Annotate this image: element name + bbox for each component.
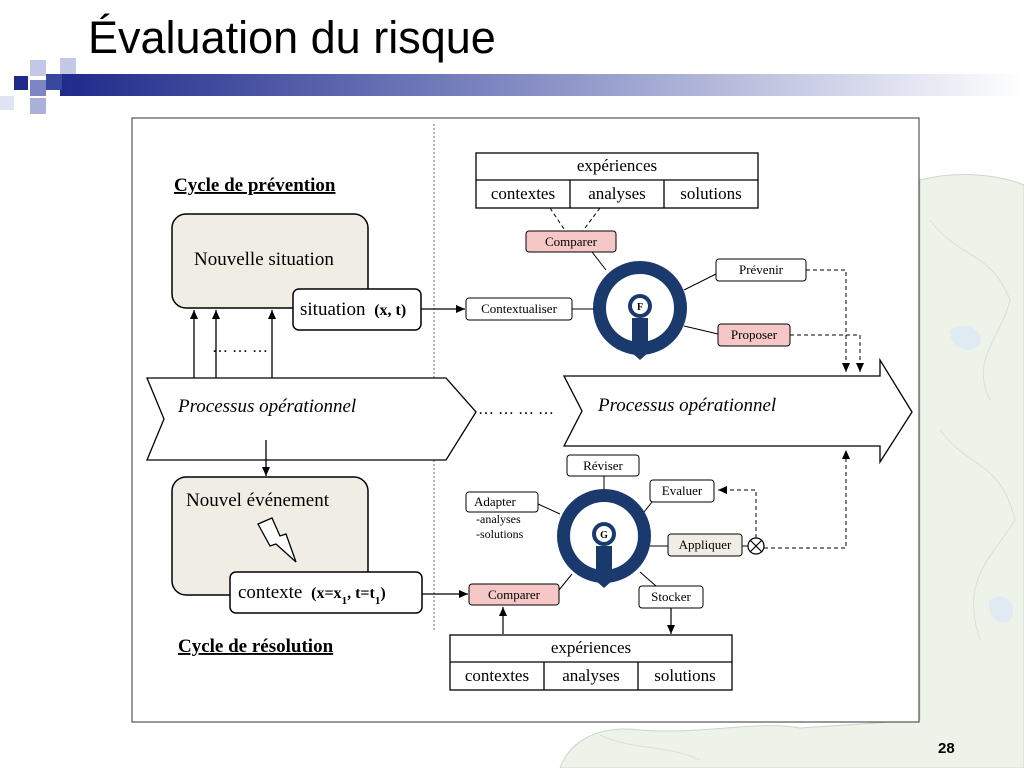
deco-square-2 (30, 60, 46, 76)
prevent-dashed-arrow (806, 269, 850, 372)
context-text: contexte (x=x1, t=t1) (238, 582, 386, 607)
context-params: (x=x1, t=t1) (311, 585, 386, 607)
context-sub-t: 1 (375, 595, 381, 607)
deco-square-5 (30, 98, 46, 114)
new-situation-box (171, 213, 369, 309)
adapt-label: Adapter (474, 494, 517, 509)
adapt-connector (537, 503, 561, 515)
map-contour-1 (929, 219, 1011, 401)
prevent-connector (683, 273, 717, 291)
deco-square-3 (30, 80, 46, 96)
propose-label: Proposer (731, 327, 778, 342)
bottom-compare-box (468, 583, 560, 606)
top-dash-link-1 (549, 207, 567, 233)
store-connector (639, 571, 657, 587)
ellipsis-middle: … … … … (478, 401, 554, 418)
situation-label: situation (300, 299, 366, 320)
top-cycle-arrow (622, 318, 658, 360)
junction-to-process-dashed (764, 450, 850, 549)
ellipsis-left: … … … (212, 339, 268, 356)
revise-label: Réviser (583, 458, 623, 473)
deco-square-6 (60, 58, 76, 74)
top-dash-link-2 (581, 207, 601, 233)
top-compare-label: Comparer (545, 234, 598, 249)
bottom-cycle-letter: G (600, 530, 608, 541)
page-number: 28 (938, 740, 955, 757)
prevent-label: Prévenir (739, 262, 784, 277)
apply-box (667, 533, 743, 557)
title-decoration-bar (0, 58, 1024, 114)
context-label: contexte (238, 582, 302, 603)
top-cycle-letter: F (637, 302, 643, 313)
map-lake-2 (989, 596, 1014, 623)
apply-label: Appliquer (679, 537, 732, 552)
slide-title: Évaluation du risque (88, 12, 496, 63)
resolution-cycle-title: Cycle de résolution (178, 636, 334, 657)
map-contour-2 (939, 429, 1016, 641)
adapt-item-analyses: -analyses (476, 512, 521, 526)
top-cycle-center-inner (632, 298, 648, 314)
junction-to-evaluate-dashed (718, 486, 757, 538)
store-label: Stocker (651, 589, 691, 604)
process-right-label: Processus opérationnel (597, 395, 776, 416)
bottom-cycle-arrow (586, 546, 622, 588)
top-compare-connector (591, 251, 607, 271)
bottom-experiences-header: expériences (551, 638, 631, 657)
new-situation-label: Nouvelle situation (194, 249, 334, 270)
bottom-compare-connector (558, 573, 573, 591)
junction-x-stroke-2 (749, 539, 763, 553)
bottom-compare-label: Comparer (488, 587, 541, 602)
bottom-col-contexts: contextes (465, 666, 529, 685)
bottom-col-solutions: solutions (654, 666, 715, 685)
revise-box (566, 454, 640, 477)
deco-square-7 (0, 96, 14, 110)
lightning-icon (257, 517, 297, 563)
map-contour-3 (599, 734, 701, 761)
propose-connector (683, 325, 719, 335)
title-gradient-band (60, 74, 1024, 96)
situation-text: situation (x, t) (300, 299, 406, 320)
top-compare-box (525, 230, 617, 253)
map-lake-1 (950, 325, 981, 350)
top-col-analyses: analyses (588, 184, 646, 203)
bottom-col-analyses: analyses (562, 666, 620, 685)
adapt-item-solutions: -solutions (476, 527, 524, 541)
deco-square-1 (14, 76, 28, 90)
prevention-cycle-title: Cycle de prévention (174, 175, 336, 196)
top-col-contexts: contextes (491, 184, 555, 203)
bottom-cycle-center-inner (596, 526, 612, 542)
propose-dashed-arrow (790, 334, 864, 372)
top-experiences-header: expériences (577, 156, 657, 175)
new-event-label: Nouvel événement (186, 490, 330, 511)
adapt-box (465, 491, 539, 513)
process-arrow-left (146, 377, 477, 461)
top-col-solutions: solutions (680, 184, 741, 203)
process-arrow-right (562, 357, 913, 465)
context-box (229, 571, 423, 614)
process-left-label: Processus opérationnel (177, 396, 356, 417)
map-land-shape (559, 174, 1024, 768)
situation-params: (x, t) (374, 302, 406, 319)
deco-square-4 (46, 74, 62, 90)
evaluate-box (649, 479, 715, 503)
evaluate-label: Evaluer (662, 483, 703, 498)
contextualize-label: Contextualiser (481, 301, 557, 316)
evaluate-connector (643, 501, 653, 513)
context-sub-x: 1 (342, 595, 348, 607)
